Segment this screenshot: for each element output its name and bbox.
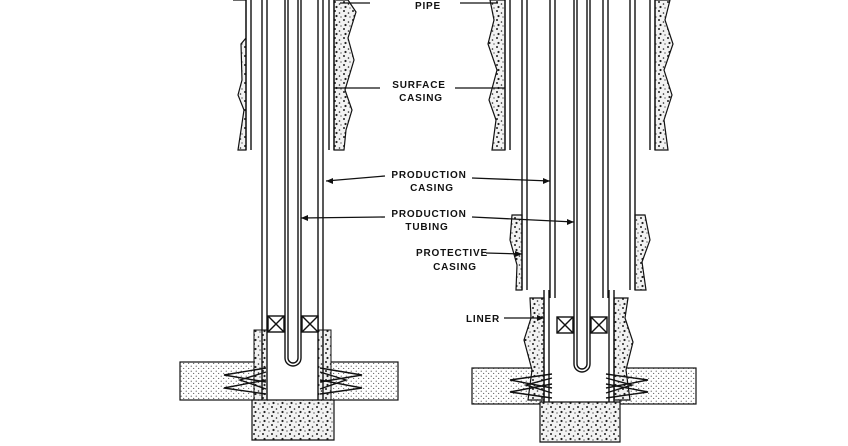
production-tubing-left: [284, 0, 302, 367]
leader-arrowheads: [301, 178, 574, 321]
producing-formation-left: [179, 361, 399, 401]
label-protective-casing-line2: CASING: [433, 262, 477, 273]
packer-right-b: [590, 316, 608, 334]
label-pipe: PIPE: [415, 1, 441, 12]
production-tubing-right: [573, 0, 591, 373]
label-surface-casing-line2: CASING: [399, 93, 443, 104]
protective-casing-cement-right: [509, 214, 651, 291]
labels: PIPE SURFACE CASING PRODUCTION CASING PR…: [391, 1, 500, 325]
surface-casing-right: [504, 0, 656, 150]
perforations-right: [509, 373, 649, 399]
label-protective-casing-line1: PROTECTIVE: [416, 248, 488, 259]
producing-formation-right: [471, 367, 697, 405]
protective-casing-right: [521, 0, 636, 290]
surface-casing-left: [245, 0, 335, 150]
label-production-casing-line2: CASING: [410, 183, 454, 194]
label-production-tubing-line2: TUBING: [405, 222, 448, 233]
label-surface-casing-line1: SURFACE: [392, 80, 445, 91]
perforations-left: [223, 367, 363, 395]
label-production-tubing-line1: PRODUCTION: [391, 209, 466, 220]
surface-casing-cement-right: [487, 0, 674, 151]
liner-cement-right: [523, 297, 634, 443]
production-casing-right: [549, 0, 609, 298]
label-production-casing-line1: PRODUCTION: [391, 170, 466, 181]
label-liner: LINER: [466, 314, 500, 325]
left-well: [179, 0, 399, 441]
right-well: [471, 0, 697, 443]
production-casing-left: [261, 0, 324, 400]
production-casing-cement-left: [251, 329, 335, 441]
liner-right: [543, 290, 615, 402]
packer-left-a: [267, 315, 285, 333]
packer-right-a: [556, 316, 574, 334]
packer-left-b: [301, 315, 319, 333]
